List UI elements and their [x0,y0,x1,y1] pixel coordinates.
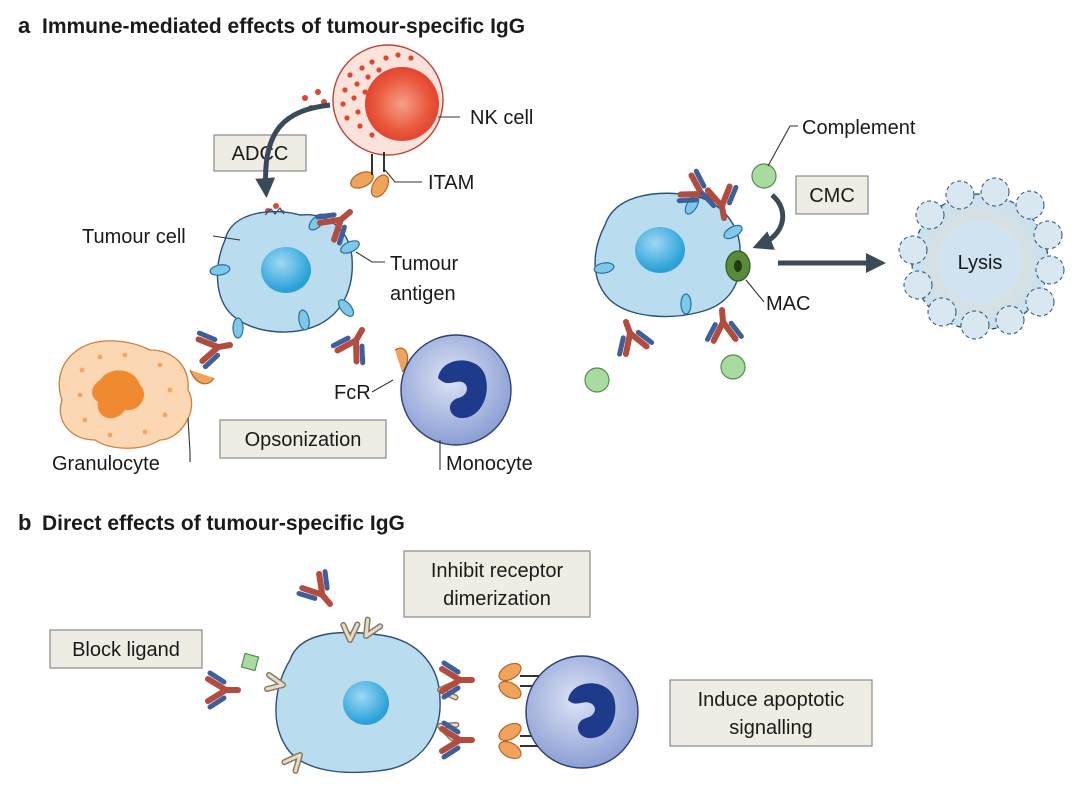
panel-b-letter: b [18,510,31,535]
antibody-nk [316,152,390,244]
tumour-cell-cmc [593,192,751,318]
complement-leader [767,125,798,167]
granulocyte-label: Granulocyte [52,453,160,475]
panel-b-title: Direct effects of tumour-specific IgG [42,512,405,535]
itam-label: ITAM [428,172,474,194]
mac-label: MAC [766,293,810,315]
svg-text:Inhibit receptor: Inhibit receptor [431,560,564,582]
monocyte-label: Monocyte [446,453,533,475]
tumour-cell-label: Tumour cell [82,226,186,248]
panel-a-letter: a [18,13,31,38]
svg-text:Block ligand: Block ligand [72,639,180,661]
adcc-arrow [255,102,331,198]
svg-text:Induce apoptotic: Induce apoptotic [698,689,845,711]
nk-cell [302,44,444,156]
inhibit-receptor-label: Inhibit receptor dimerization [403,550,591,618]
mac-leader [745,279,765,303]
lysis-label: Lysis [958,252,1003,274]
tumour-cell-b [275,631,441,774]
cmc-arrow [752,193,786,250]
tumour-antigen-leader [355,251,385,263]
tumour-antigen-label-2: antigen [390,283,456,305]
tumour-cell-leader [212,235,241,241]
panel-a-title: Immune-mediated effects of tumour-specif… [42,15,525,38]
target-cell-b [525,655,639,769]
antibodies-cmc [584,163,777,393]
tumour-cell-a [209,206,360,339]
tumour-antigen-label-1: Tumour [390,253,459,275]
induce-apoptotic-label: Induce apoptotic signalling [669,679,873,747]
monocyte [400,334,512,446]
complement-label: Complement [802,117,916,139]
itam-leader [384,169,422,183]
ligand [240,652,260,672]
fcr-leader [371,379,394,393]
antibody-granulocyte [189,328,233,385]
granulocyte-leader [187,417,191,462]
cmc-label: CMC [795,175,869,215]
nk-cell-label: NK cell [470,107,533,129]
fcr-label: FcR [334,382,371,404]
svg-text:Opsonization: Opsonization [245,429,362,451]
adcc-label: ADCC [213,134,307,172]
block-ligand-label: Block ligand [49,629,203,669]
svg-text:dimerization: dimerization [443,588,551,610]
death-receptors [498,662,540,760]
svg-text:signalling: signalling [729,717,812,739]
opsonization-label: Opsonization [219,419,387,459]
svg-text:ADCC: ADCC [232,143,289,165]
antibody-monocyte [332,322,409,373]
svg-text:CMC: CMC [809,185,855,207]
lysed-cell [898,177,1065,340]
granulocyte [58,340,193,449]
